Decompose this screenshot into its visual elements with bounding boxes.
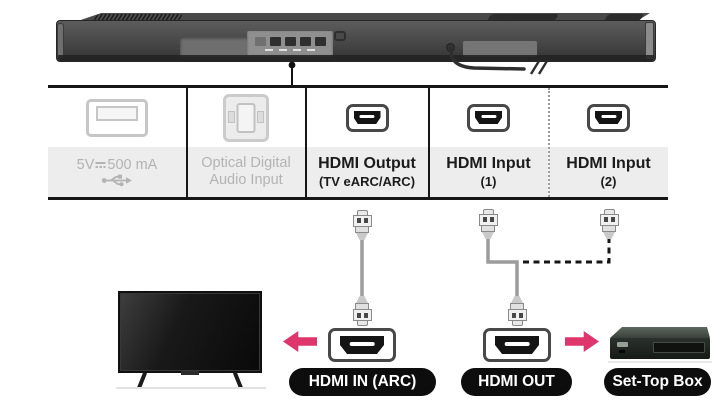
hdmi-port-icon [345,103,389,132]
cord-break-mark [537,60,549,75]
tv-shadow [116,387,266,389]
soundbar-port-marks [265,49,315,51]
table-divider-dotted [548,88,550,197]
port-cell-hdmi-input-1: HDMI Input (1) [429,88,548,197]
hdmi-plug-icon [350,210,374,240]
arrow-left-icon [283,331,317,352]
soundbar-top-face [74,13,650,22]
table-top-border [48,85,668,88]
stb-button [619,350,625,353]
hdmi-output-sublabel: (TV eARC/ARC) [318,173,416,189]
hdmi-plug-icon [350,296,374,326]
hdmi-plug-icon [505,296,529,326]
cable-hdmi-input1-to-stb [486,238,519,298]
hdmi-port-icon [467,103,510,132]
optical-port-icon [223,93,269,142]
hdmi-input1-sublabel: (1) [480,173,497,189]
hdmi-input1-label: HDMI Input [446,154,531,172]
tv [118,291,262,373]
hdmi-output-label: HDMI Output [318,154,416,172]
hdmi-input2-sublabel: (2) [600,173,617,189]
stb-display [653,342,705,353]
stb-logo [617,342,628,347]
pointer-dot [288,61,296,69]
soundbar-hdmi-out-port-icon [483,328,551,362]
port-cell-hdmi-input-2: HDMI Input (2) [549,88,668,197]
set-top-box [608,327,712,363]
soundbar-left-endcap [57,23,64,59]
optical-label-line1: Optical Digital [201,154,291,171]
soundbar-port-cutouts [254,37,326,46]
arrow-right-icon [565,331,599,352]
stb-pill-label: Set-Top Box [604,368,711,396]
usb-trident-icon [101,174,132,187]
stb-top-face [610,327,710,338]
table-divider [186,88,188,197]
soundbar-bottom-edge [58,55,654,61]
hdmi-input2-label: HDMI Input [566,154,651,172]
cable-hdmi-input2-dashed [521,237,611,264]
cord-break-mark [529,60,541,75]
table-divider [428,88,430,197]
table-divider [305,88,307,197]
tv-hdmi-in-port-icon [328,328,396,362]
hdmi-port-icon [587,103,630,132]
port-cell-optical: Optical Digital Audio Input [187,88,305,197]
usb-port-icon [86,98,148,137]
hdmi-plug-icon [476,209,500,239]
soundbar-port-block [247,31,333,57]
optical-label-line2: Audio Input [209,172,283,188]
soundbar-mount-hole [334,31,346,41]
hdmi-out-pill-label: HDMI OUT [461,368,572,396]
stb-shadow [608,361,712,363]
tv-port-pill-label: HDMI IN (ARC) [289,368,436,396]
dc-symbol-icon [95,161,106,168]
power-cord-exit [446,43,455,52]
table-bottom-border [48,197,668,200]
hdmi-plug-icon [597,209,621,239]
tv-stand-notch [181,371,199,375]
port-cell-hdmi-output: HDMI Output (TV eARC/ARC) [306,88,428,197]
